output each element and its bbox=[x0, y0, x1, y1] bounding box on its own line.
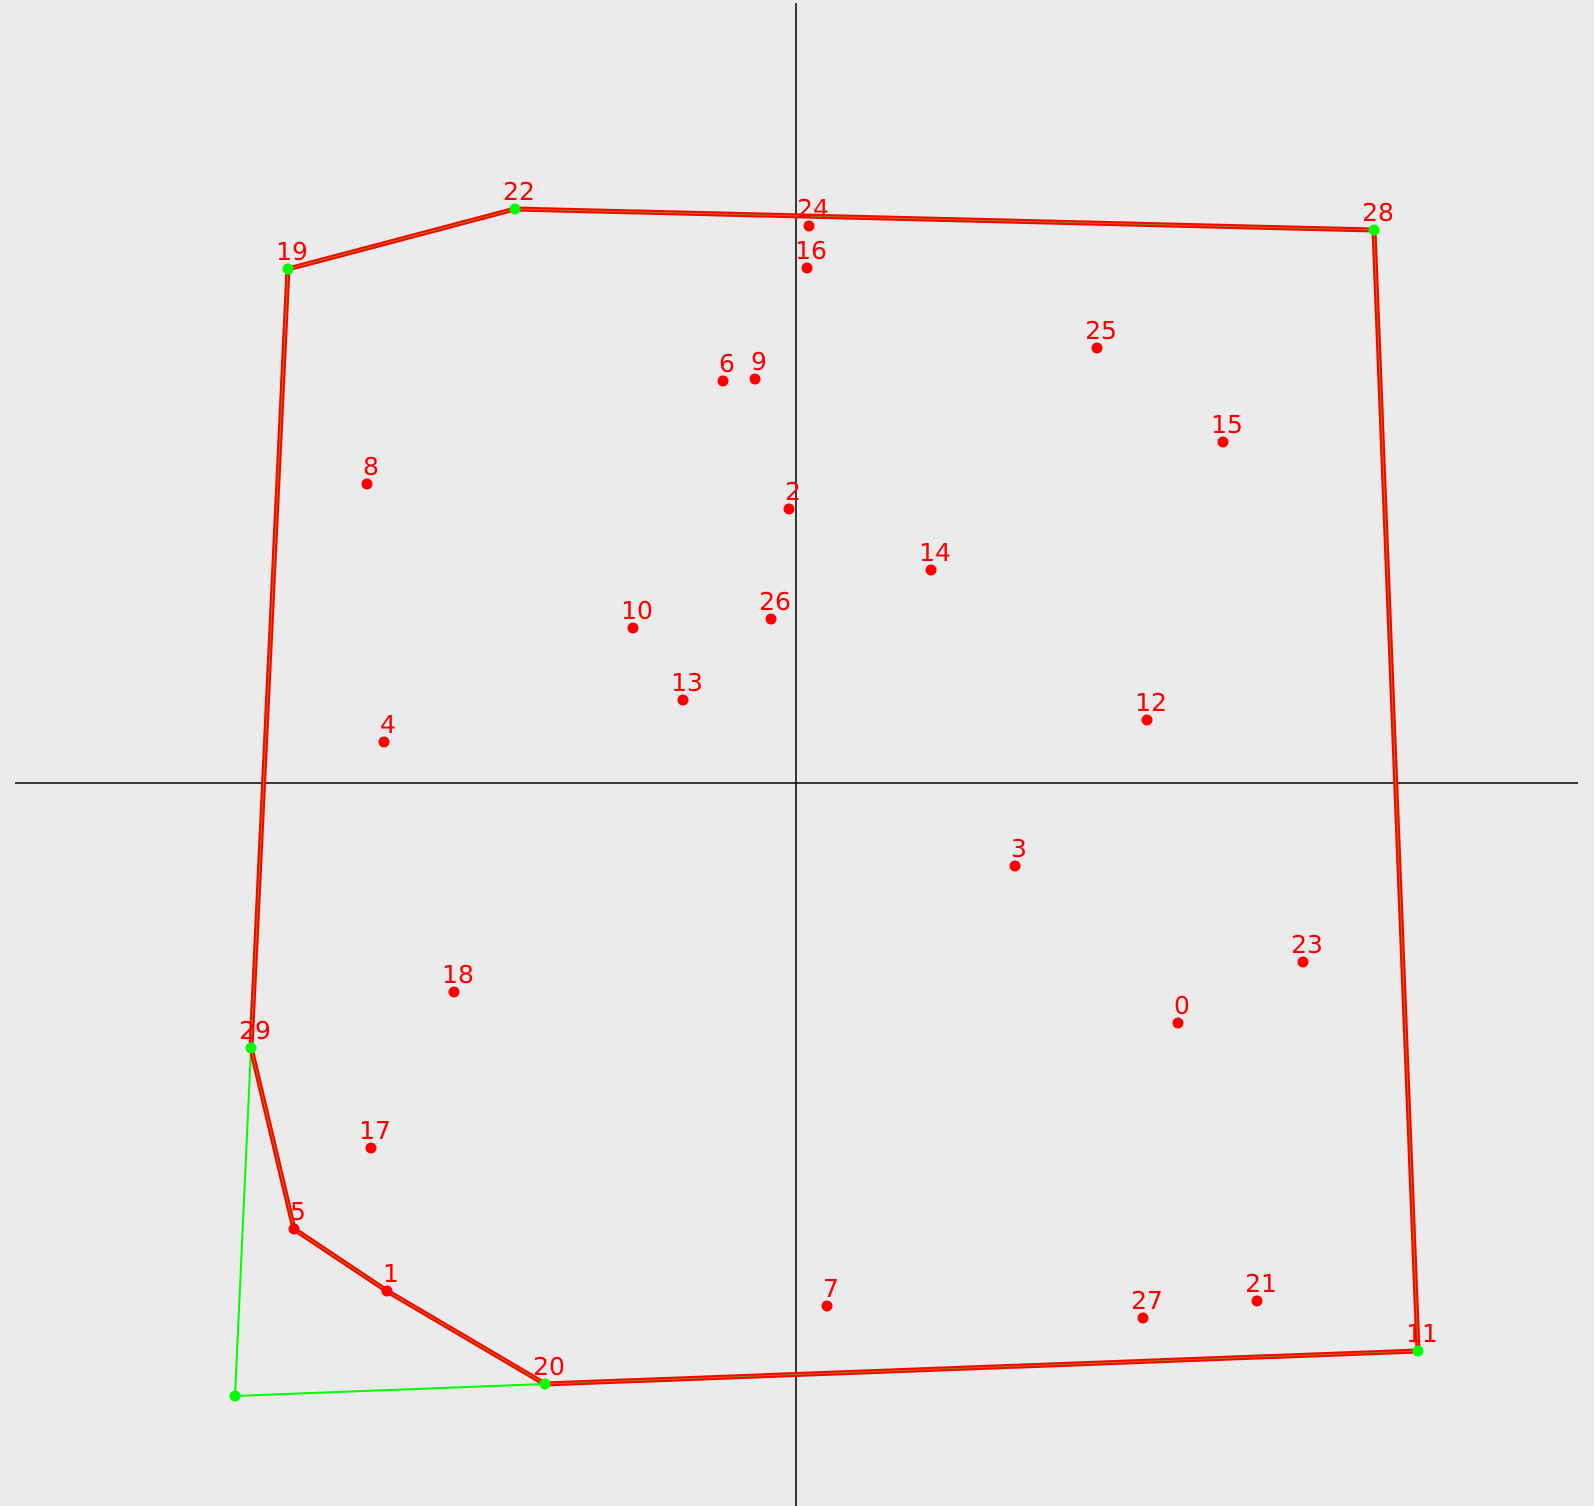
point-label-3: 3 bbox=[1011, 834, 1027, 863]
point-10 bbox=[627, 622, 639, 634]
point-label-7: 7 bbox=[823, 1274, 839, 1303]
point-23 bbox=[1297, 956, 1309, 968]
point-14 bbox=[925, 564, 937, 576]
point-label-12: 12 bbox=[1135, 688, 1167, 717]
point-21 bbox=[1251, 1295, 1263, 1307]
point-label-29: 29 bbox=[239, 1016, 271, 1045]
point-label-1: 1 bbox=[383, 1259, 399, 1288]
point-2 bbox=[783, 503, 795, 515]
point-13 bbox=[677, 694, 689, 706]
point-17 bbox=[365, 1142, 377, 1154]
point-12 bbox=[1141, 714, 1153, 726]
point-label-28: 28 bbox=[1362, 198, 1394, 227]
hull-extra-point bbox=[229, 1390, 241, 1402]
point-label-0: 0 bbox=[1174, 991, 1190, 1020]
point-label-6: 6 bbox=[719, 349, 735, 378]
point-25 bbox=[1091, 342, 1103, 354]
point-label-24: 24 bbox=[797, 194, 829, 223]
point-label-26: 26 bbox=[759, 587, 791, 616]
point-6 bbox=[717, 375, 729, 387]
point-label-2: 2 bbox=[785, 477, 801, 506]
point-label-16: 16 bbox=[795, 236, 827, 265]
point-label-21: 21 bbox=[1245, 1269, 1277, 1298]
point-label-15: 15 bbox=[1211, 410, 1243, 439]
point-15 bbox=[1217, 436, 1229, 448]
point-label-18: 18 bbox=[442, 960, 474, 989]
point-label-17: 17 bbox=[359, 1116, 391, 1145]
point-1 bbox=[381, 1285, 393, 1297]
point-label-10: 10 bbox=[621, 596, 653, 625]
point-27 bbox=[1137, 1312, 1149, 1324]
point-label-11: 11 bbox=[1406, 1319, 1438, 1348]
point-20 bbox=[539, 1378, 551, 1390]
point-label-25: 25 bbox=[1085, 316, 1117, 345]
point-label-9: 9 bbox=[751, 347, 767, 376]
points bbox=[229, 203, 1424, 1402]
point-label-4: 4 bbox=[380, 710, 396, 739]
point-label-13: 13 bbox=[671, 668, 703, 697]
point-24 bbox=[803, 220, 815, 232]
point-19 bbox=[282, 263, 294, 275]
point-label-19: 19 bbox=[276, 237, 308, 266]
point-5 bbox=[288, 1223, 300, 1235]
point-4 bbox=[378, 736, 390, 748]
point-29 bbox=[245, 1042, 257, 1054]
point-0 bbox=[1172, 1017, 1184, 1029]
point-label-8: 8 bbox=[363, 452, 379, 481]
point-18 bbox=[448, 986, 460, 998]
point-11 bbox=[1412, 1345, 1424, 1357]
point-3 bbox=[1009, 860, 1021, 872]
point-9 bbox=[749, 373, 761, 385]
point-28 bbox=[1368, 224, 1380, 236]
point-22 bbox=[509, 203, 521, 215]
point-7 bbox=[821, 1300, 833, 1312]
point-label-20: 20 bbox=[533, 1352, 565, 1381]
point-label-27: 27 bbox=[1131, 1286, 1163, 1315]
point-16 bbox=[801, 262, 813, 274]
point-labels: 0123456789101112131415161718192021222324… bbox=[239, 177, 1438, 1381]
point-8 bbox=[361, 478, 373, 490]
point-label-22: 22 bbox=[503, 177, 535, 206]
point-label-5: 5 bbox=[290, 1197, 306, 1226]
point-label-14: 14 bbox=[919, 538, 951, 567]
point-label-23: 23 bbox=[1291, 930, 1323, 959]
point-26 bbox=[765, 613, 777, 625]
